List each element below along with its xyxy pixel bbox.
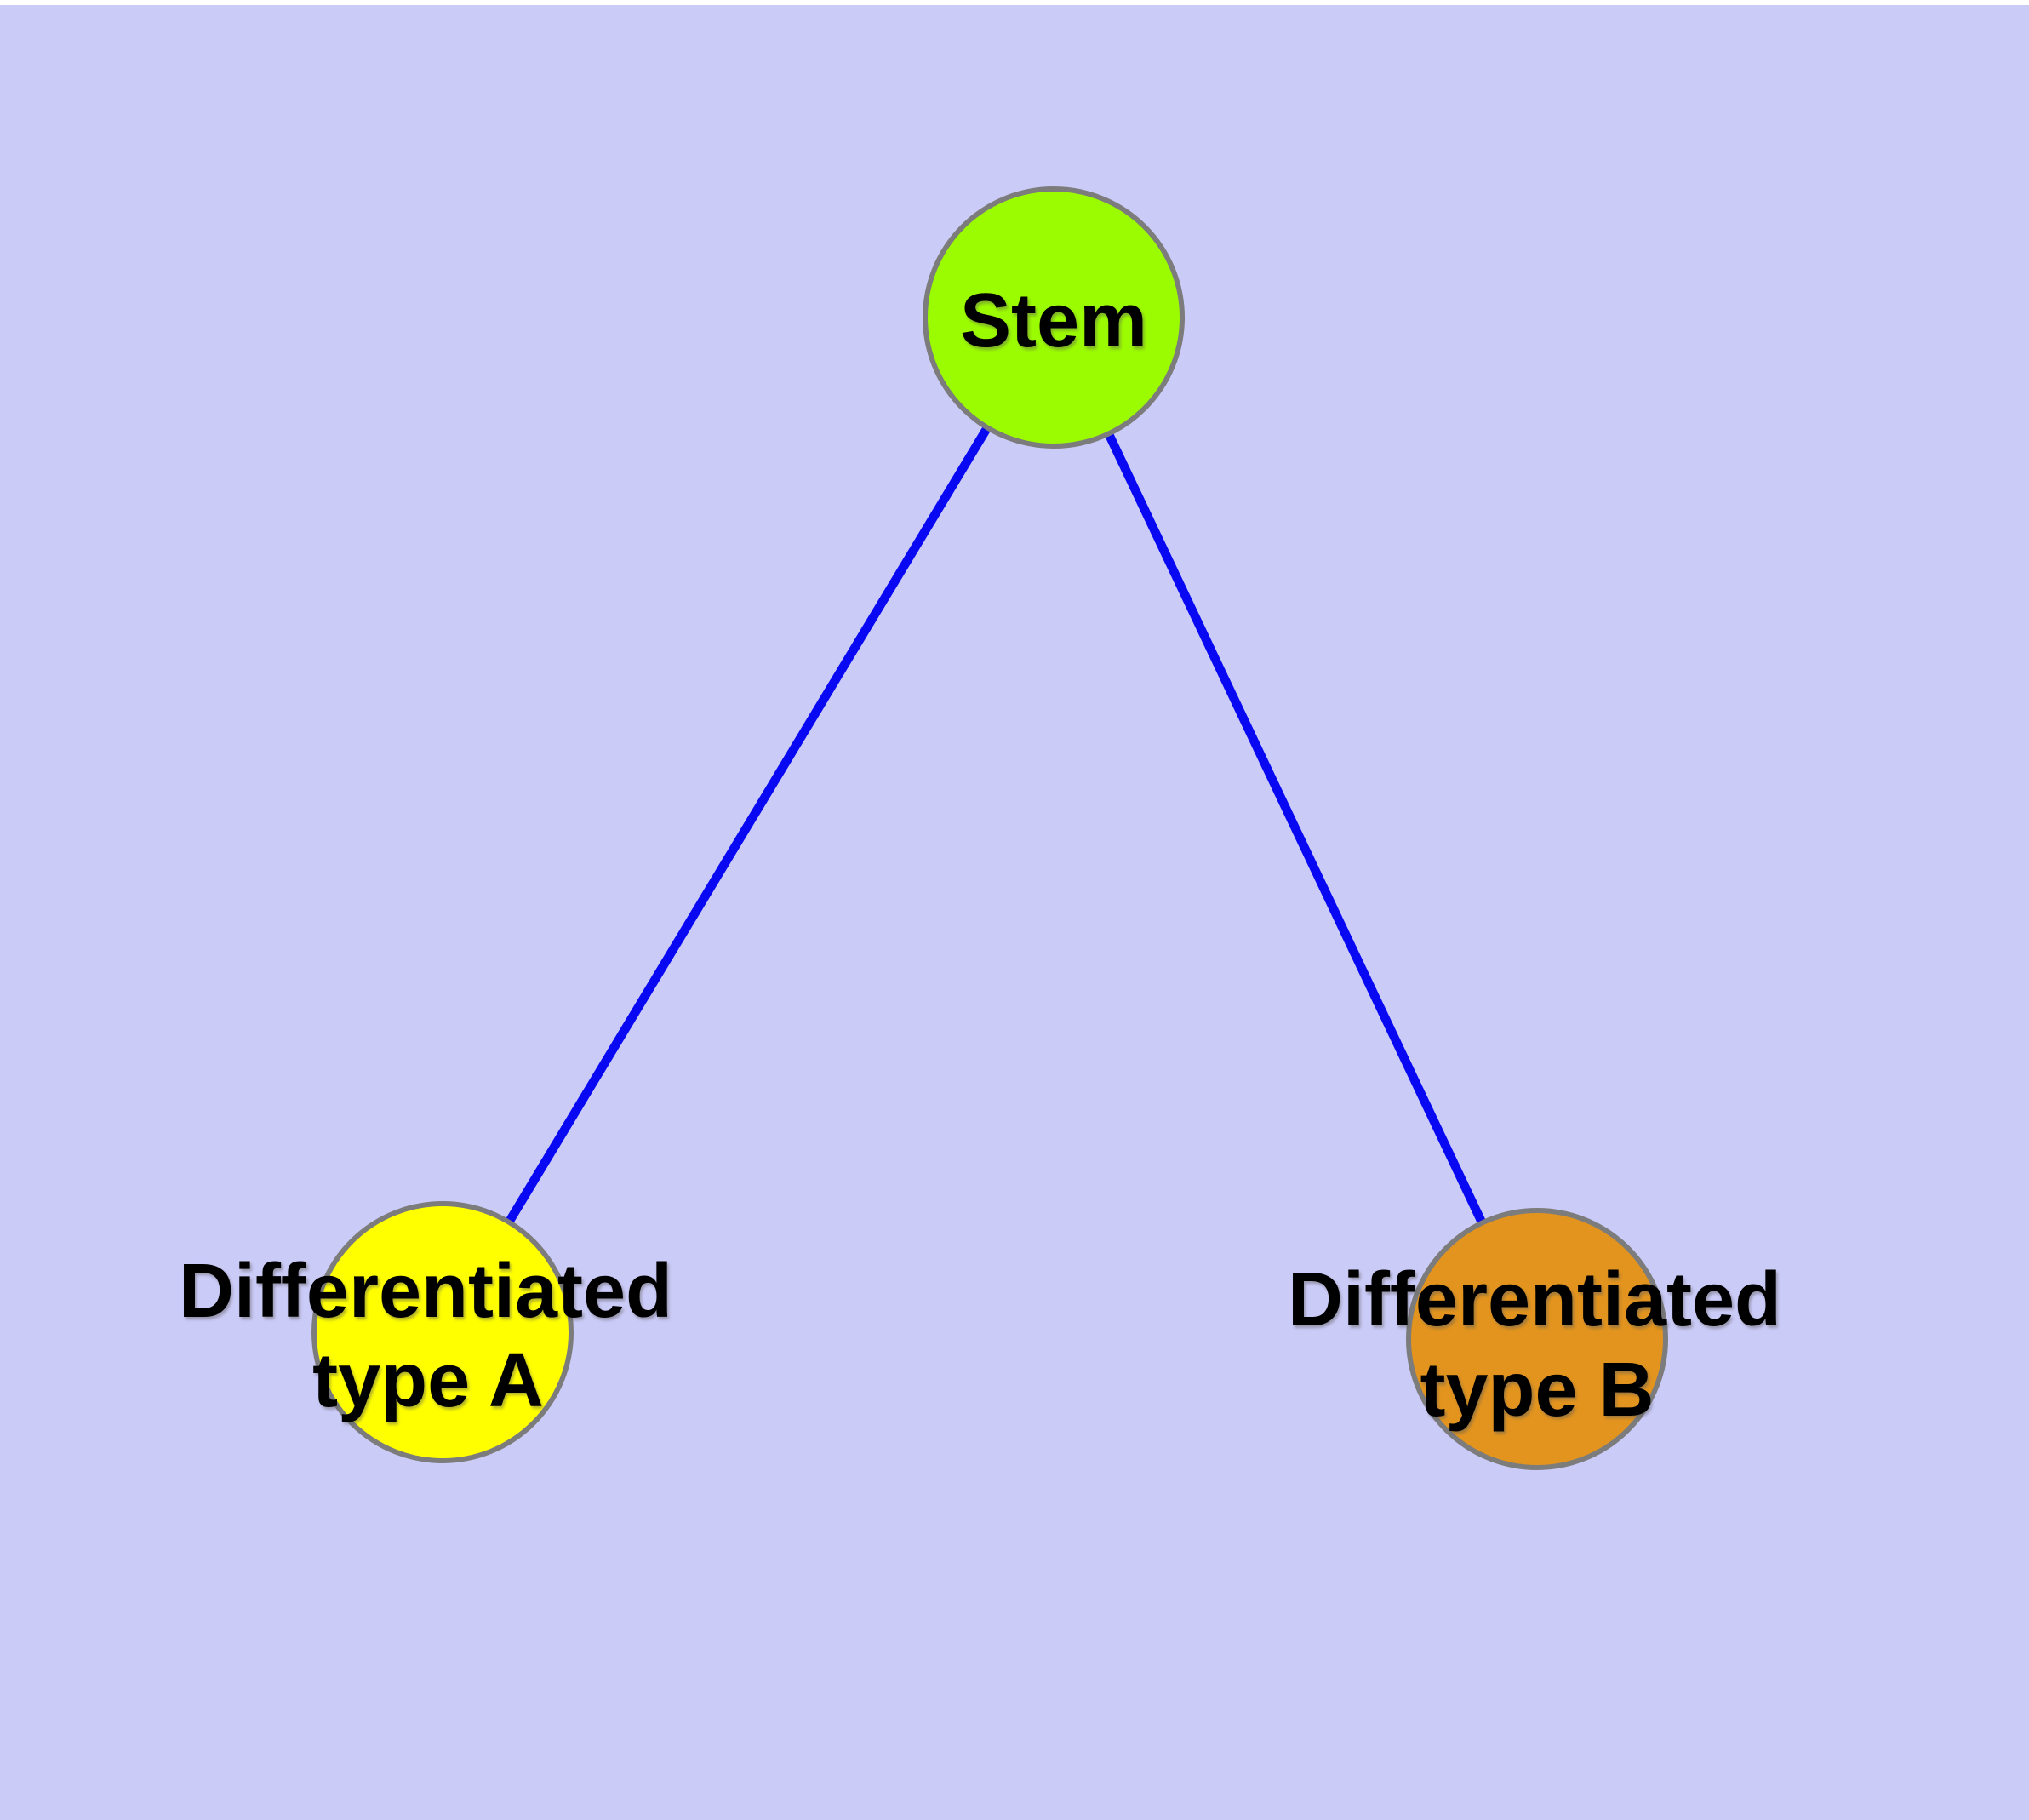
edge-stem-to-type-b bbox=[1049, 315, 1541, 1342]
edge-stem-to-type-a bbox=[438, 315, 1058, 1335]
node-type-a-label-line-1: Differentiated bbox=[179, 1249, 672, 1334]
node-type-b-label-line-1: Differentiated bbox=[1288, 1257, 1781, 1342]
node-differentiated-type-b bbox=[1406, 1208, 1668, 1470]
node-type-b-label-line-2: type B bbox=[1420, 1348, 1654, 1433]
node-type-a-label-line-2: type A bbox=[312, 1338, 544, 1423]
node-differentiated-type-a bbox=[311, 1201, 574, 1463]
node-stem-label: Stem bbox=[960, 278, 1147, 363]
node-stem bbox=[923, 186, 1185, 449]
